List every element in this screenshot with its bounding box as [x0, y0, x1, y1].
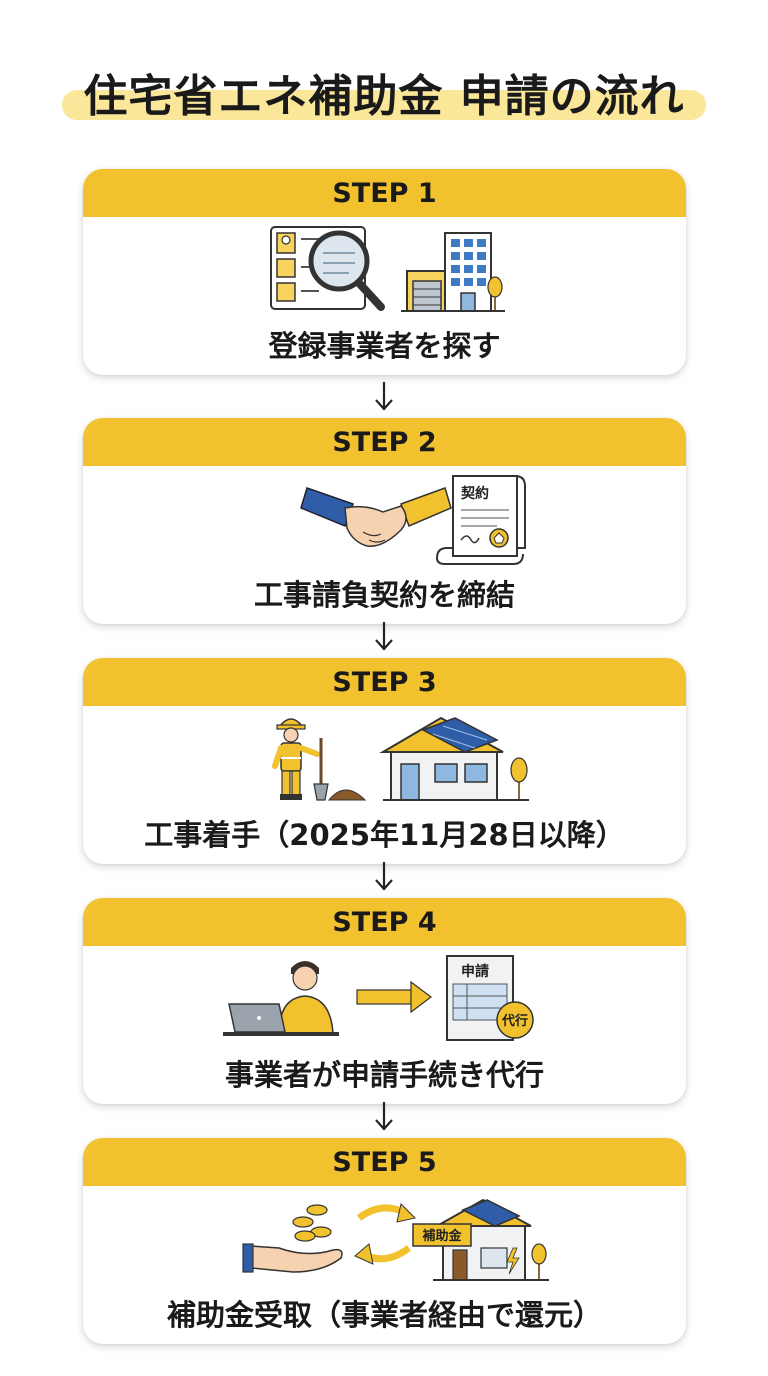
step-illustration: 補助金 [83, 1188, 686, 1288]
step-card-5: STEP 5 [83, 1138, 686, 1344]
building-icon [401, 232, 505, 312]
step-header: STEP 4 [83, 898, 686, 946]
title-highlight [62, 90, 706, 120]
step-illustration: 申請 代行 [83, 948, 686, 1048]
page-title: 住宅省エネ補助金 申請の流れ [83, 71, 685, 122]
arrow-down-icon [375, 622, 393, 651]
exchange-arrows-icon [354, 1203, 416, 1265]
form-badge: 代行 [501, 1013, 528, 1029]
form-title: 申請 [461, 963, 489, 980]
step-card-1: STEP 1 [83, 169, 686, 375]
handshake-icon [300, 487, 452, 547]
step-label: 工事請負契約を締結 [253, 578, 515, 612]
construction-worker-icon [272, 718, 367, 801]
subsidy-sign: 補助金 [421, 1228, 462, 1244]
step-label: 事業者が申請手続き代行 [224, 1058, 544, 1092]
step-card-2: STEP 2 契約 工事請負契 [83, 418, 686, 624]
contract-scroll-icon: 契約 [435, 475, 526, 565]
step-card-3: STEP 3 [83, 658, 686, 864]
step-header: STEP 1 [83, 169, 686, 217]
application-form-icon: 申請 代行 [446, 955, 534, 1041]
arrow-down-icon [375, 862, 393, 891]
step-label: 登録事業者を探す [268, 329, 501, 363]
subsidy-house-icon: 補助金 [412, 1198, 549, 1281]
title-block: 住宅省エネ補助金 申請の流れ [0, 52, 768, 132]
contract-title: 契約 [460, 485, 489, 502]
step-label: 補助金受取（事業者経由で還元） [166, 1298, 602, 1332]
arrow-right-icon [356, 980, 432, 1014]
step-header: STEP 3 [83, 658, 686, 706]
document-search-icon [270, 226, 385, 311]
step-header: STEP 5 [83, 1138, 686, 1186]
step-header: STEP 2 [83, 418, 686, 466]
step-illustration: 契約 [83, 468, 686, 568]
coins-hand-icon [242, 1204, 343, 1273]
step-illustration [83, 708, 686, 808]
step-card-4: STEP 4 申請 [83, 898, 686, 1104]
laptop-person-icon [223, 961, 339, 1036]
arrow-down-icon [375, 382, 393, 411]
solar-house-icon [379, 716, 529, 801]
arrow-down-icon [375, 1102, 393, 1131]
step-label: 工事着手（2025年11月28日以降） [144, 818, 625, 852]
step-illustration [83, 219, 686, 319]
